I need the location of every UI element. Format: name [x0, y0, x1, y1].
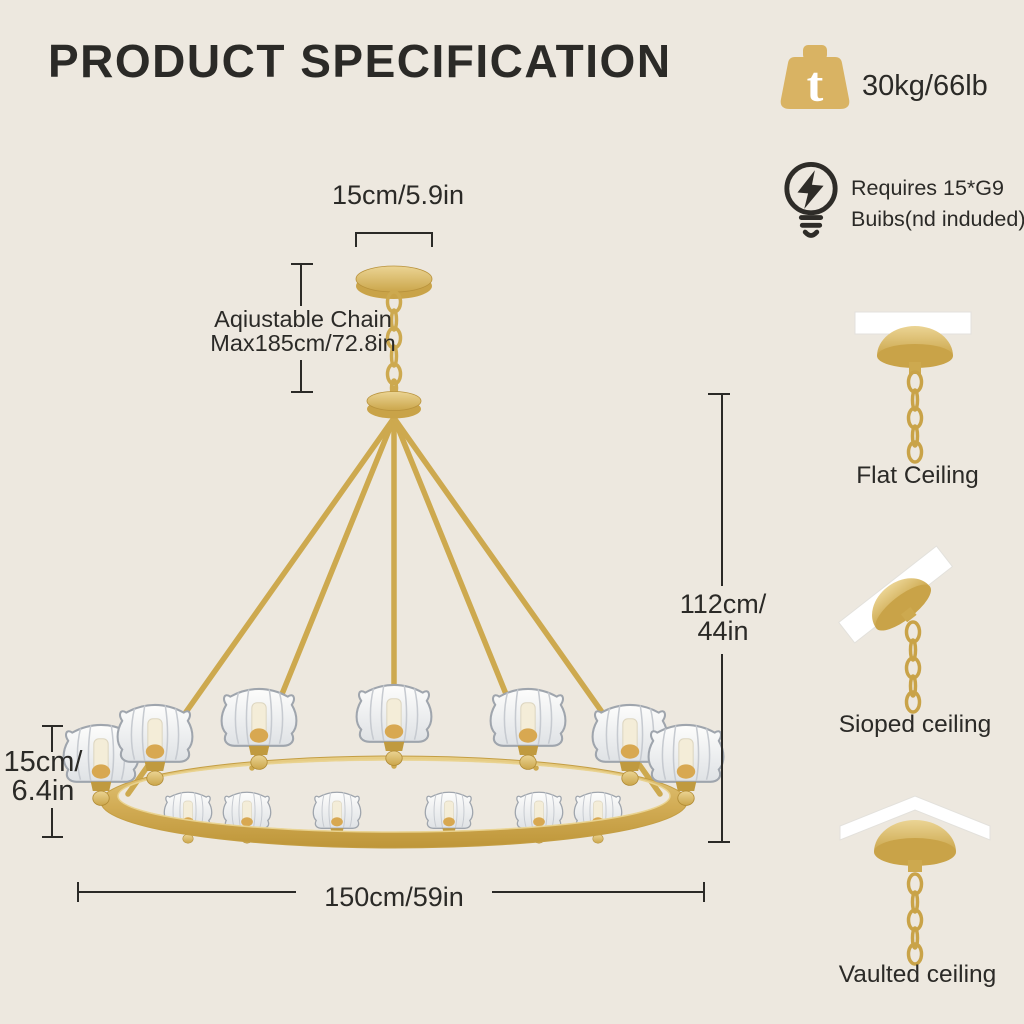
crystal-shades-front — [62, 683, 725, 807]
dimension-height-line1: 112cm/ — [679, 589, 767, 619]
dimension-canopy-width: 15cm/5.9in — [331, 180, 465, 210]
sloped-ceiling-illustration — [838, 545, 954, 714]
dimension-shade-line1: 15cm/ — [3, 746, 83, 778]
dimension-height: 112cm/ 44in — [657, 591, 789, 645]
dimension-chain-line2: Max185cm/72.8in — [210, 329, 396, 356]
bulb-icon — [784, 162, 838, 238]
dimension-lines — [42, 232, 730, 902]
canopy-and-chain — [355, 265, 433, 419]
bulb-requirement-line1: Requires 15*G9 — [851, 176, 1004, 200]
dimension-chain-line1: Aqiustable Chain — [214, 306, 392, 332]
weight-icon: t — [780, 45, 850, 112]
mount-label-sloped-ceiling: Sioped ceiling — [838, 711, 992, 738]
weight-value: 30kg/66lb — [862, 70, 988, 102]
dimension-shade-height: 15cm/ 6.4in — [2, 748, 84, 806]
vaulted-ceiling-illustration — [839, 795, 991, 966]
flat-ceiling-illustration — [854, 311, 972, 464]
bulb-requirement: Requires 15*G9 Buibs(nd induded) — [851, 173, 1024, 234]
bulb-requirement-line2: Buibs(nd induded) — [851, 206, 1024, 231]
page-title: PRODUCT SPECIFICATION — [48, 35, 672, 87]
mount-label-flat-ceiling: Flat Ceiling — [856, 462, 979, 489]
dimension-height-line2: 44in — [697, 616, 749, 646]
mount-label-vaulted-ceiling: Vaulted ceiling — [838, 961, 997, 988]
dimension-shade-line2: 6.4in — [11, 775, 75, 807]
weight-icon-letter: t — [807, 56, 824, 112]
dimension-diameter: 150cm/59in — [324, 882, 464, 912]
dimension-chain: Aqiustable Chain Max185cm/72.8in — [196, 306, 410, 356]
